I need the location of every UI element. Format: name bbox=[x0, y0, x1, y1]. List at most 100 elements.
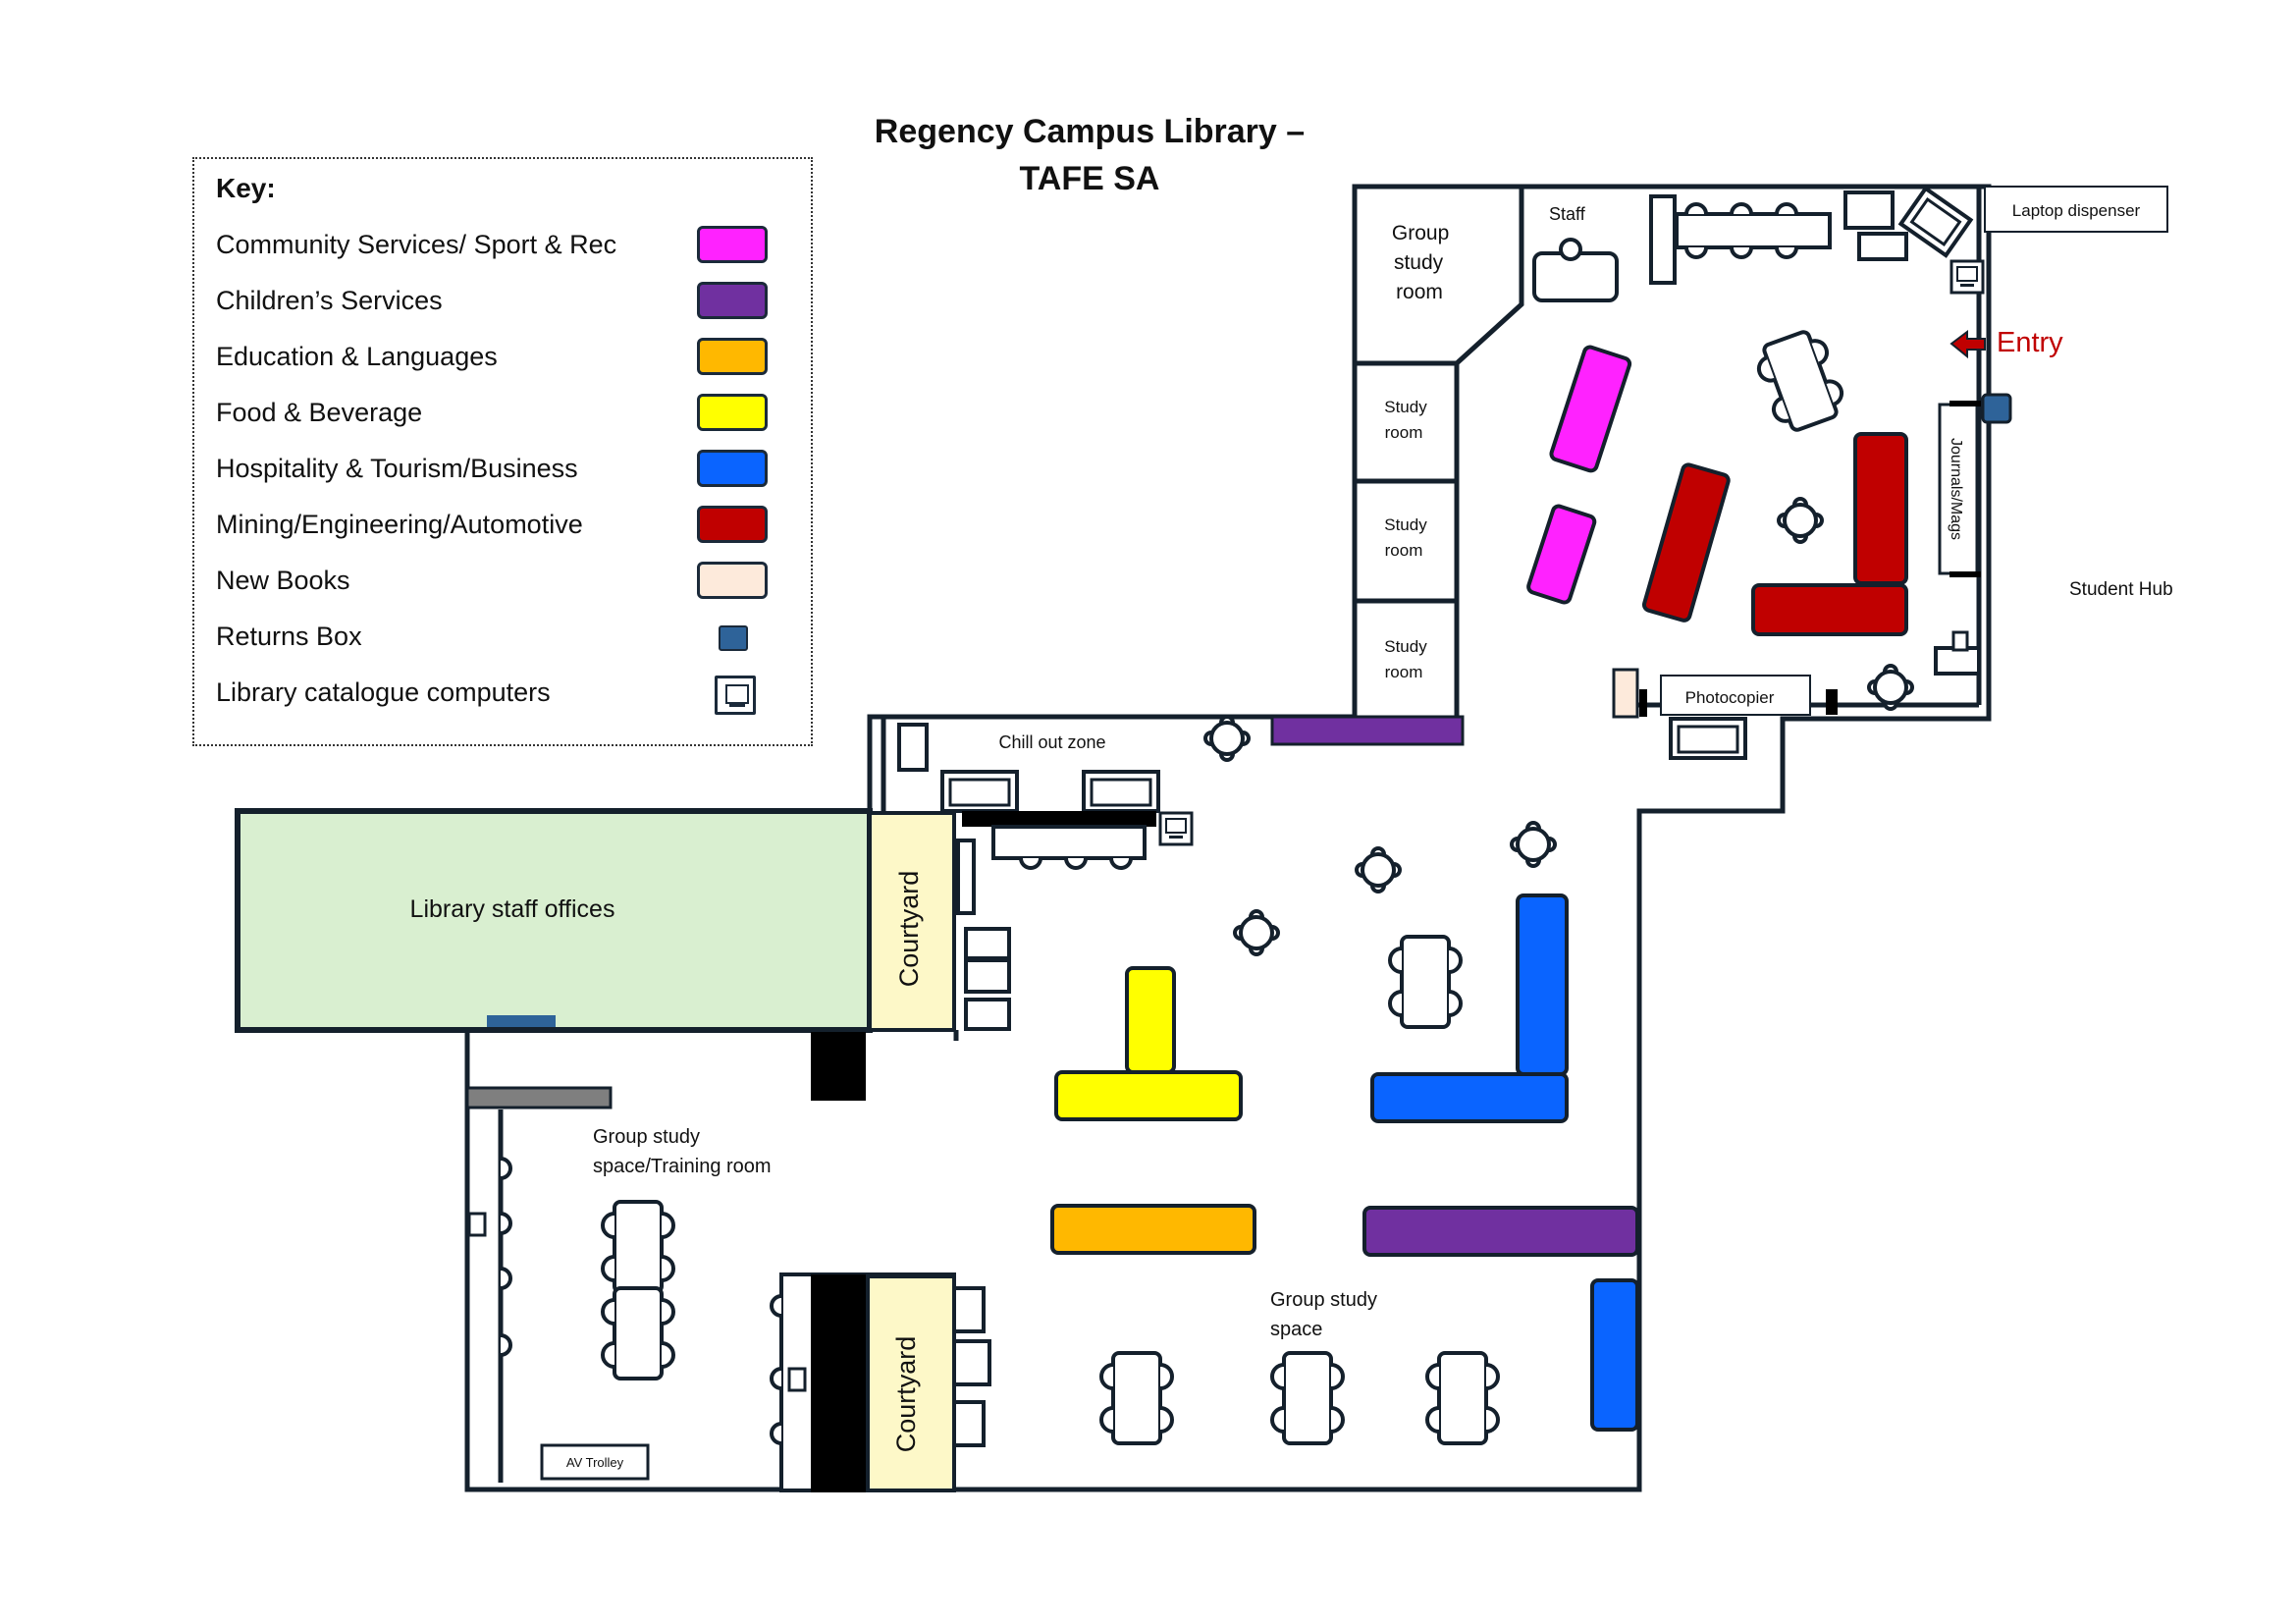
small-table-top bbox=[1857, 232, 1908, 261]
key-item-label: Library catalogue computers bbox=[216, 677, 551, 707]
long-bench-chill bbox=[991, 825, 1147, 860]
swatch-mining bbox=[697, 506, 768, 543]
courtyard-bottom-label: Courtyard bbox=[891, 1336, 921, 1453]
round-table bbox=[1867, 664, 1914, 711]
wall-shelf bbox=[956, 839, 976, 915]
returns-box-icon bbox=[719, 625, 748, 651]
swatch-hospitality bbox=[697, 450, 768, 487]
table-rect bbox=[601, 1200, 675, 1294]
av-trolley bbox=[540, 1443, 650, 1481]
key-item-label: Returns Box bbox=[216, 622, 362, 651]
group-study-room-word: room bbox=[1396, 281, 1443, 303]
table-rect bbox=[1425, 1351, 1500, 1445]
table-rect bbox=[1270, 1351, 1345, 1445]
swatch-new-books bbox=[697, 562, 768, 599]
key-item-label: Mining/Engineering/Automotive bbox=[216, 510, 583, 539]
swatch-community-services bbox=[697, 226, 768, 263]
key-item-mining: Mining/Engineering/Automotive bbox=[216, 506, 785, 545]
group-study-room-label: Group study room bbox=[1392, 222, 1455, 303]
shelf-community-1 bbox=[1549, 345, 1632, 473]
shelf-childrens-2 bbox=[1362, 1206, 1639, 1257]
key-item-new-books: New Books bbox=[216, 562, 785, 601]
map-key: Key: Community Services/ Sport & Rec Chi… bbox=[192, 157, 813, 746]
table-rect bbox=[601, 1286, 675, 1380]
staff-desk bbox=[1532, 251, 1619, 302]
journals-shelf-end bbox=[1949, 401, 1981, 406]
courtyard-top bbox=[868, 811, 956, 1032]
table-oval-top bbox=[1749, 324, 1851, 438]
small-desk-right bbox=[1934, 646, 1981, 676]
journals-shelf-end bbox=[1949, 571, 1981, 577]
key-item-label: Hospitality & Tourism/Business bbox=[216, 454, 578, 483]
armchair-top bbox=[1843, 190, 1895, 230]
swatch-food-beverage bbox=[697, 394, 768, 431]
library-staff-offices bbox=[235, 808, 873, 1033]
key-item-catalogue-computers: Library catalogue computers bbox=[216, 674, 785, 715]
side-shelf-chill bbox=[897, 723, 929, 772]
key-item-community-services: Community Services/ Sport & Rec bbox=[216, 226, 785, 265]
key-heading: Key: bbox=[216, 173, 276, 203]
wall-chairs bbox=[500, 1157, 782, 1445]
photocopier bbox=[1660, 675, 1811, 716]
swatch-childrens-services bbox=[697, 282, 768, 319]
entry-label: Entry bbox=[1997, 327, 2063, 358]
shelf-mining-2 bbox=[1853, 432, 1908, 585]
entry-arrow-icon bbox=[1949, 330, 1986, 359]
key-item-label: Children’s Services bbox=[216, 286, 443, 315]
round-table bbox=[1203, 715, 1251, 762]
table-right-courtyard bbox=[952, 1339, 991, 1386]
key-item-food-beverage: Food & Beverage bbox=[216, 394, 785, 433]
key-item-returns-box: Returns Box bbox=[216, 618, 785, 657]
library-staff-offices-label: Library staff offices bbox=[410, 895, 615, 923]
armchair-left bbox=[964, 927, 1011, 960]
shelf-black bbox=[1639, 689, 1647, 717]
shelf-hospitality-1 bbox=[1516, 893, 1569, 1076]
map-title-line-1: Regency Campus Library – bbox=[874, 113, 1306, 150]
laptop-dispenser bbox=[1984, 186, 2168, 233]
round-table bbox=[1355, 846, 1402, 893]
key-item-label: Education & Languages bbox=[216, 342, 498, 371]
table-left bbox=[964, 958, 1011, 994]
shelf-childrens-1 bbox=[1270, 715, 1465, 746]
photocopier-label: Photocopier bbox=[1685, 688, 1775, 707]
wall-box bbox=[787, 1367, 807, 1392]
photocopier-black bbox=[1826, 689, 1838, 715]
staff-label: Staff bbox=[1549, 204, 1586, 224]
key-item-childrens-services: Children’s Services bbox=[216, 282, 785, 321]
round-table bbox=[1777, 497, 1824, 544]
key-item-label: New Books bbox=[216, 566, 350, 595]
computer-icon bbox=[715, 676, 756, 715]
swatch-education-languages bbox=[697, 338, 768, 375]
armchair-right-courtyard bbox=[952, 1286, 986, 1333]
group-study-room-word: Group bbox=[1392, 222, 1449, 244]
small-desk-chair bbox=[1951, 630, 1969, 652]
armchair-chill bbox=[940, 770, 1019, 813]
returns-box-icon bbox=[487, 1015, 556, 1027]
key-item-hospitality: Hospitality & Tourism/Business bbox=[216, 450, 785, 489]
armchair-right-courtyard bbox=[952, 1400, 986, 1447]
chill-stools bbox=[1019, 857, 1133, 870]
shelf-education bbox=[1050, 1204, 1256, 1255]
table-rect bbox=[1388, 935, 1463, 1029]
courtyard-top-label: Courtyard bbox=[894, 871, 924, 988]
computer-icon bbox=[1949, 259, 1985, 295]
armchair-chill bbox=[1082, 770, 1160, 813]
table-rect bbox=[1099, 1351, 1174, 1445]
shelf-hospitality-2 bbox=[1370, 1072, 1569, 1123]
laptop-dispenser-label: Laptop dispenser bbox=[2012, 201, 2141, 220]
key-item-label: Food & Beverage bbox=[216, 398, 423, 427]
computer-icon bbox=[1158, 811, 1194, 846]
black-bench bbox=[962, 811, 1156, 827]
map-title-line-2: TAFE SA bbox=[1019, 160, 1160, 197]
shelf-food-2 bbox=[1054, 1070, 1243, 1121]
black-divider-bottom bbox=[811, 1274, 868, 1492]
shelf-hospitality-3 bbox=[1590, 1278, 1639, 1432]
black-divider-top bbox=[811, 1032, 866, 1101]
key-item-education-languages: Education & Languages bbox=[216, 338, 785, 377]
